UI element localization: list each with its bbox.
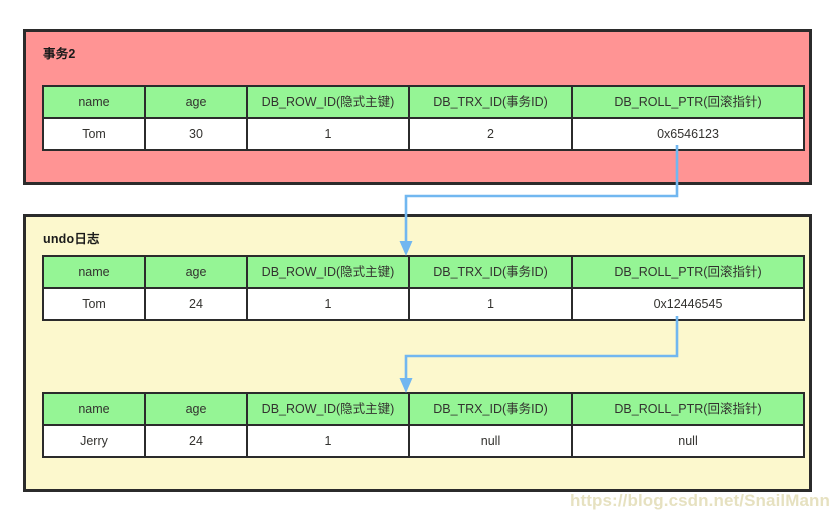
cell-db-roll-ptr: 0x12446545: [571, 287, 805, 321]
table-row: Tom 30 1 2 0x6546123: [42, 117, 805, 151]
table-header-row: name age DB_ROW_ID(隐式主键) DB_TRX_ID(事务ID)…: [42, 255, 805, 289]
column-header-name: name: [42, 85, 146, 119]
table-header-row: name age DB_ROW_ID(隐式主键) DB_TRX_ID(事务ID)…: [42, 392, 805, 426]
column-header-db-trx-id: DB_TRX_ID(事务ID): [408, 85, 573, 119]
table-row: Jerry 24 1 null null: [42, 424, 805, 458]
cell-db-trx-id: 2: [408, 117, 573, 151]
watermark: https://blog.csdn.net/SnailMann: [570, 491, 830, 510]
column-header-db-roll-ptr: DB_ROLL_PTR(回滚指针): [571, 85, 805, 119]
column-header-db-trx-id: DB_TRX_ID(事务ID): [408, 255, 573, 289]
column-header-age: age: [144, 85, 248, 119]
undo-record-2-table: name age DB_ROW_ID(隐式主键) DB_TRX_ID(事务ID)…: [42, 392, 805, 458]
column-header-age: age: [144, 255, 248, 289]
cell-db-roll-ptr: 0x6546123: [571, 117, 805, 151]
cell-age: 24: [144, 287, 248, 321]
transaction-record-table: name age DB_ROW_ID(隐式主键) DB_TRX_ID(事务ID)…: [42, 85, 805, 151]
undo-log-section-title: undo日志: [43, 232, 100, 246]
cell-db-row-id: 1: [246, 424, 410, 458]
column-header-name: name: [42, 255, 146, 289]
cell-db-roll-ptr: null: [571, 424, 805, 458]
column-header-age: age: [144, 392, 248, 426]
column-header-name: name: [42, 392, 146, 426]
transaction-section-title: 事务2: [43, 47, 76, 61]
cell-db-trx-id: null: [408, 424, 573, 458]
column-header-db-trx-id: DB_TRX_ID(事务ID): [408, 392, 573, 426]
cell-name: Tom: [42, 287, 146, 321]
cell-name: Jerry: [42, 424, 146, 458]
column-header-db-roll-ptr: DB_ROLL_PTR(回滚指针): [571, 255, 805, 289]
column-header-db-row-id: DB_ROW_ID(隐式主键): [246, 255, 410, 289]
column-header-db-row-id: DB_ROW_ID(隐式主键): [246, 85, 410, 119]
cell-db-row-id: 1: [246, 117, 410, 151]
column-header-db-row-id: DB_ROW_ID(隐式主键): [246, 392, 410, 426]
table-header-row: name age DB_ROW_ID(隐式主键) DB_TRX_ID(事务ID)…: [42, 85, 805, 119]
undo-record-1-table: name age DB_ROW_ID(隐式主键) DB_TRX_ID(事务ID)…: [42, 255, 805, 321]
cell-db-trx-id: 1: [408, 287, 573, 321]
table-row: Tom 24 1 1 0x12446545: [42, 287, 805, 321]
cell-name: Tom: [42, 117, 146, 151]
column-header-db-roll-ptr: DB_ROLL_PTR(回滚指针): [571, 392, 805, 426]
cell-db-row-id: 1: [246, 287, 410, 321]
cell-age: 30: [144, 117, 248, 151]
cell-age: 24: [144, 424, 248, 458]
